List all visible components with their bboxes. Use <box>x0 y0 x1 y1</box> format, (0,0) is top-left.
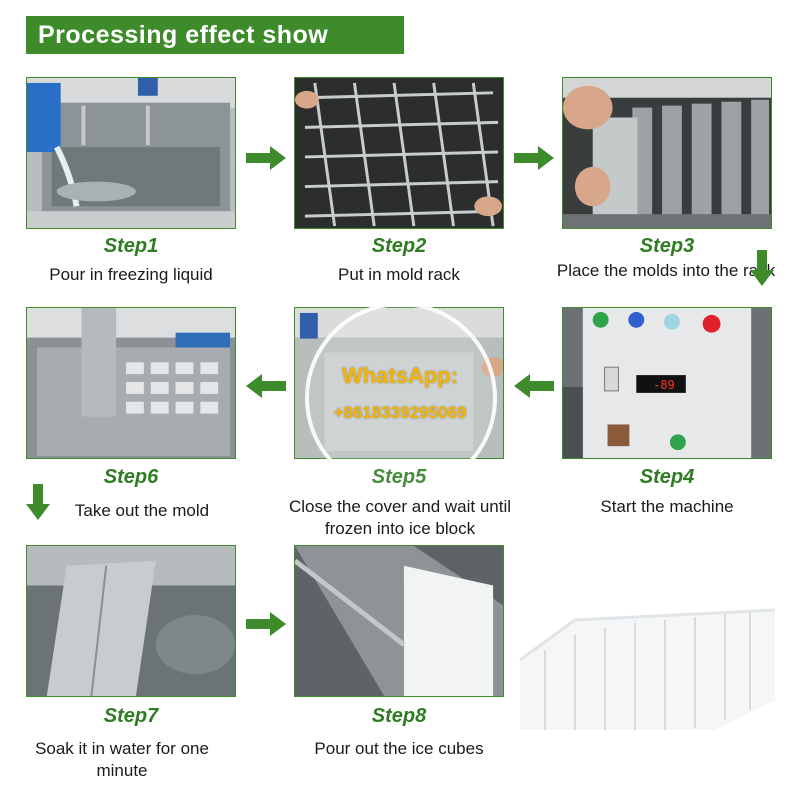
arrow-right-icon <box>246 612 286 636</box>
step7-label: Step7 <box>103 705 159 727</box>
temperature-display: -89 <box>653 378 675 392</box>
step6-photo <box>26 307 236 459</box>
arrow-right-icon <box>246 146 286 170</box>
step3-caption: Place the molds into the rack <box>556 261 776 280</box>
arrow-left-icon <box>514 374 554 398</box>
step8-photo <box>294 545 504 697</box>
step6-label: Step6 <box>103 466 159 488</box>
whatsapp-number: +8618339295069 <box>333 403 467 422</box>
arrow-left-icon <box>246 374 286 398</box>
step3-label: Step3 <box>639 235 695 257</box>
step2-photo <box>294 77 504 229</box>
step8-caption: Pour out the ice cubes <box>314 739 484 758</box>
step8-label: Step8 <box>371 705 427 727</box>
step2-caption: Put in mold rack <box>338 265 460 284</box>
step1-label: Step1 <box>103 235 159 257</box>
step3-photo <box>562 77 772 229</box>
whatsapp-label: WhatsApp: <box>341 363 459 388</box>
ice-block-image <box>515 590 776 740</box>
step5-caption: Close the cover and wait until frozen in… <box>288 497 512 538</box>
step1-photo <box>26 77 236 229</box>
step4-label: Step4 <box>639 466 695 488</box>
step4-photo <box>562 307 772 459</box>
step4-caption: Start the machine <box>600 497 734 516</box>
step1-caption: Pour in freezing liquid <box>49 265 213 284</box>
page-title: Processing effect show <box>26 16 404 54</box>
step2-label: Step2 <box>371 235 427 257</box>
arrow-right-icon <box>514 146 554 170</box>
arrow-down-icon <box>26 484 50 520</box>
step7-photo <box>26 545 236 697</box>
step7-caption: Soak it in water for one minute <box>35 739 209 780</box>
arrow-down-icon <box>750 250 774 286</box>
watermark-circle <box>305 302 497 494</box>
step6-caption: Take out the mold <box>74 501 210 520</box>
